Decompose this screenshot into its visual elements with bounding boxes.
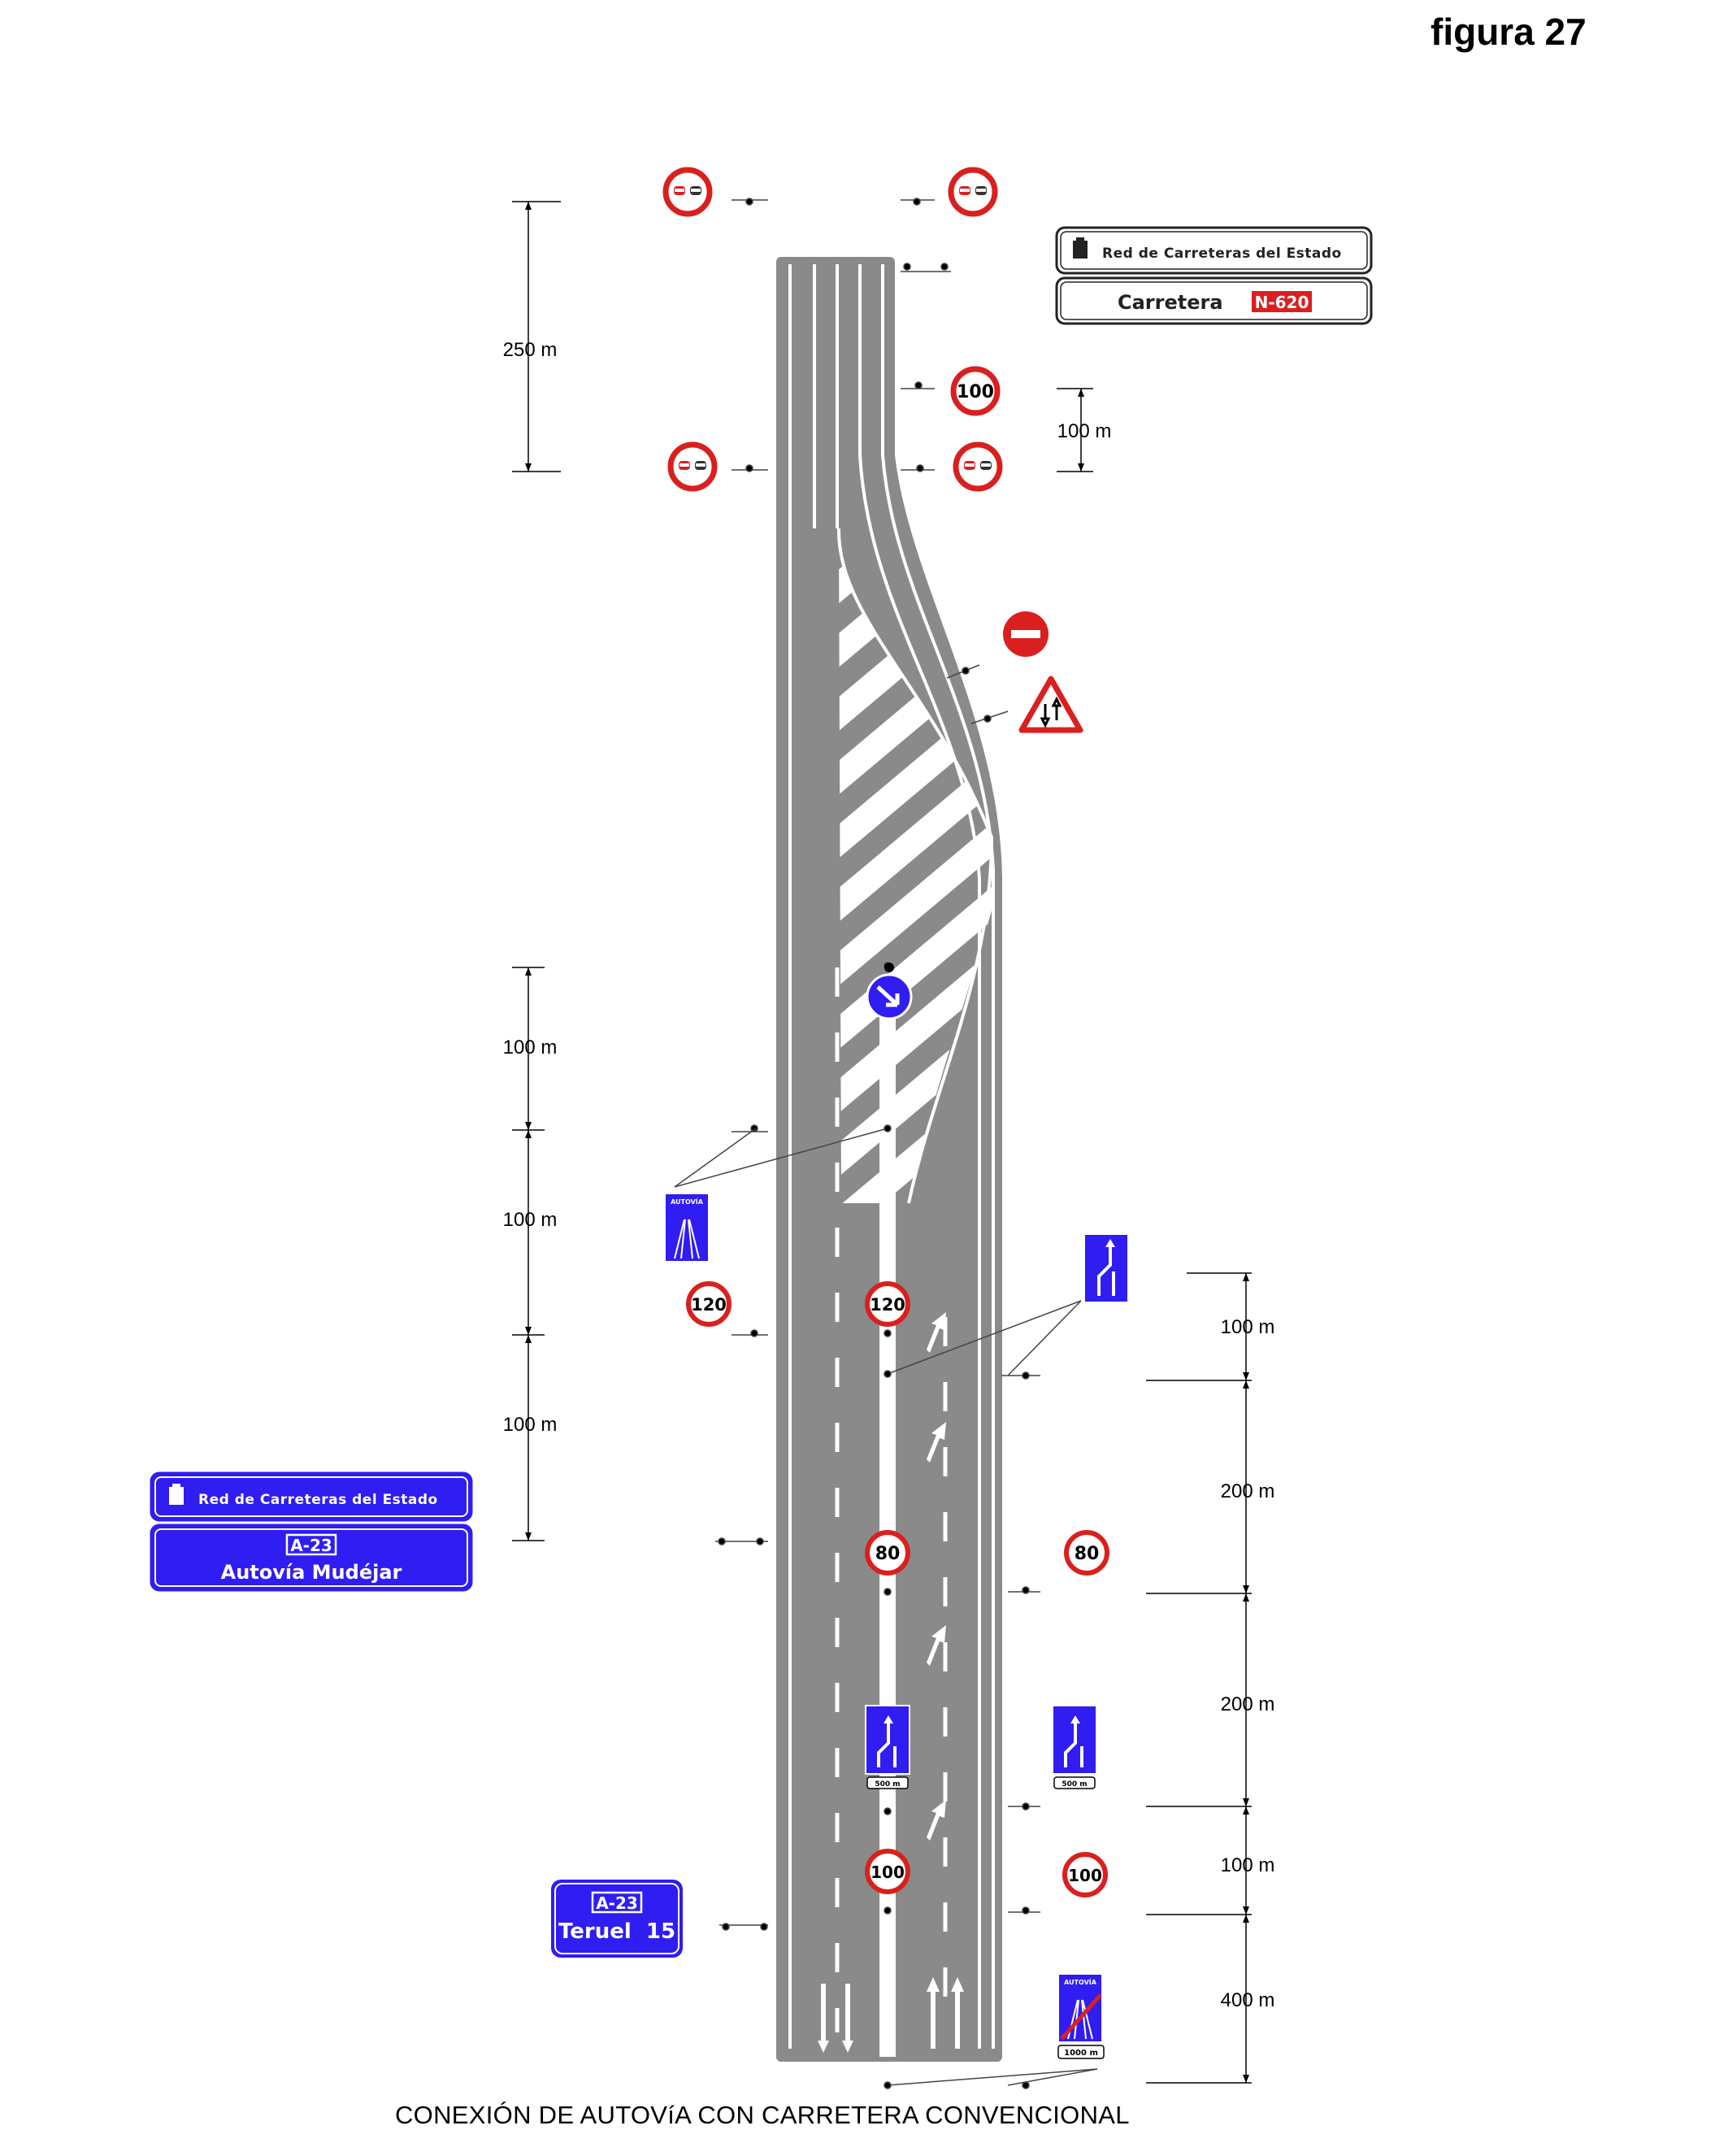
speed-limit-120-median: 120 xyxy=(865,1281,910,1327)
lane-merge-sign-median: 500 m xyxy=(865,1705,910,1789)
dim-right-100m-top: 100 m xyxy=(1057,420,1112,442)
speed-limit-80-right: 80 xyxy=(1064,1530,1109,1576)
figure-caption: CONEXIÓN DE AUTOVíA CON CARRETERA CONVEN… xyxy=(395,2101,1130,2129)
destination-sign: A-23 Teruel 15 xyxy=(551,1880,683,1958)
speed-limit-80-median-value: 80 xyxy=(875,1544,901,1564)
autovia-name: Autovía Mudéjar xyxy=(221,1561,402,1584)
dim-right-200m-b: 200 m xyxy=(1221,1693,1275,1715)
right-distance-label: 500 m xyxy=(1062,1780,1087,1789)
state-road-panel: Red de Carreteras del Estado Carretera N… xyxy=(1055,226,1373,325)
lane-merge-sign-right xyxy=(1083,1233,1129,1303)
keep-right-sign xyxy=(866,963,913,1020)
lane-dashes xyxy=(835,967,948,2032)
speed-limit-80-right-value: 80 xyxy=(1075,1544,1100,1564)
figure-label: figura 27 xyxy=(1431,11,1587,53)
speed-limit-100-top-value: 100 xyxy=(957,382,994,402)
end-distance-label: 1000 m xyxy=(1064,2049,1098,2058)
autovia-start-sign: AUTOVÍA xyxy=(664,1193,710,1263)
dim-left-100m-c: 100 m xyxy=(503,1414,558,1436)
destination-code: A-23 xyxy=(596,1893,638,1913)
destination-text: Teruel 15 xyxy=(558,1919,675,1944)
crown-icon-blue xyxy=(169,1484,184,1505)
no-entry-sign xyxy=(1003,611,1049,657)
no-overtaking-sign-1 xyxy=(666,170,710,214)
autovia-id-panel: Red de Carreteras del Estado A-23 Autoví… xyxy=(150,1471,473,1592)
dim-right-200m-a: 200 m xyxy=(1221,1480,1275,1502)
dimension-ticks xyxy=(525,202,1249,2083)
no-overtaking-sign-3 xyxy=(671,445,714,489)
speed-limit-120-median-value: 120 xyxy=(870,1295,905,1315)
speed-limit-100-right-value: 100 xyxy=(1068,1866,1102,1885)
median-distance-label: 500 m xyxy=(875,1780,900,1789)
speed-limit-120-left-value: 120 xyxy=(691,1295,727,1315)
speed-limit-100-median-value: 100 xyxy=(871,1863,905,1882)
autovia-start-word: AUTOVÍA xyxy=(671,1197,704,1206)
carretera-label: Carretera xyxy=(1118,291,1223,314)
two-way-traffic-warning-sign xyxy=(1018,676,1083,733)
autovia-code: A-23 xyxy=(290,1536,332,1555)
dim-left-100m-a: 100 m xyxy=(503,1037,558,1058)
dim-right-100m-a: 100 m xyxy=(1221,1316,1275,1338)
crown-icon xyxy=(1073,237,1088,259)
speed-limit-80-median: 80 xyxy=(865,1530,910,1576)
direction-arrows xyxy=(818,1312,964,2053)
sign-posts xyxy=(674,198,1098,2089)
dim-right-400m: 400 m xyxy=(1221,1989,1275,2011)
speed-limit-100-median: 100 xyxy=(865,1849,910,1894)
dim-left-250m: 250 m xyxy=(503,339,558,361)
dim-left-100m-b: 100 m xyxy=(503,1209,558,1231)
no-overtaking-sign-2 xyxy=(951,170,995,214)
carretera-code: N-620 xyxy=(1255,293,1309,312)
dim-right-100m-b: 100 m xyxy=(1221,1854,1275,1876)
state-network-label: Red de Carreteras del Estado xyxy=(1102,246,1342,262)
speed-limit-100-top: 100 xyxy=(950,366,1001,416)
autovia-end-word: AUTOVÍA xyxy=(1064,1977,1097,1986)
autovia-state-network-label: Red de Carreteras del Estado xyxy=(198,1492,438,1508)
no-overtaking-sign-4 xyxy=(956,445,1000,489)
lane-merge-sign-right-lower: 500 m xyxy=(1052,1705,1097,1789)
speed-limit-120-left: 120 xyxy=(686,1281,732,1327)
autovia-end-sign: AUTOVÍA 1000 m xyxy=(1057,1973,1105,2059)
speed-limit-100-right: 100 xyxy=(1062,1852,1108,1897)
lane-lines-top xyxy=(788,264,995,2049)
